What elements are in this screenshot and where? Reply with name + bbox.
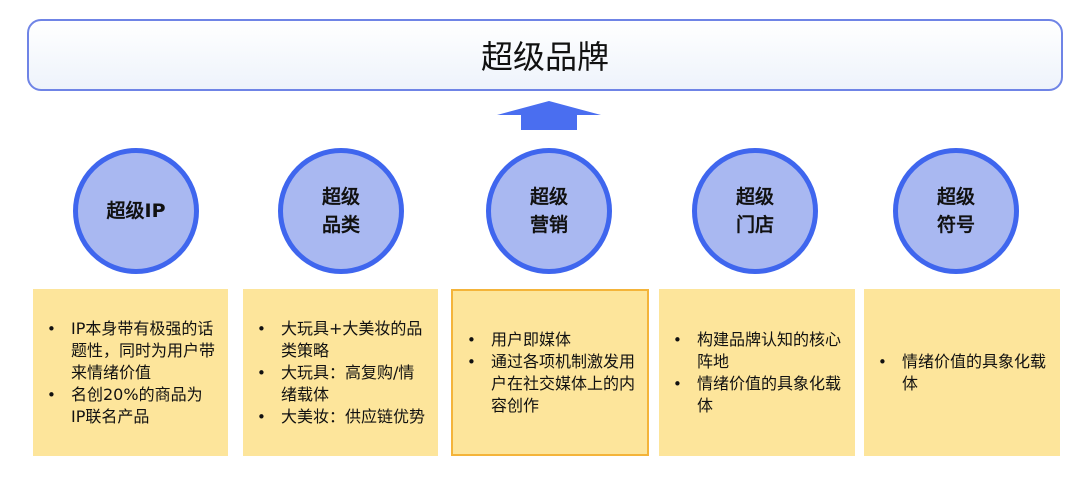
bullet-item: 大玩具：高复购/情绪载体: [253, 362, 426, 406]
bullet-item: 构建品牌认知的核心阵地: [669, 329, 843, 373]
circle-label-line1: 超级: [735, 186, 774, 208]
circle-label-line1: 超级: [321, 186, 360, 208]
circle-label-line2: 营销: [529, 214, 568, 236]
bullet-item: 大美妆：供应链优势: [253, 406, 426, 428]
circle-label-line2: 品类: [321, 214, 360, 236]
bullet-item: 情绪价值的具象化载体: [874, 351, 1048, 395]
diagram-title: 超级品牌: [480, 38, 609, 76]
circle-label-line2: 门店: [735, 214, 774, 236]
bullet-item: 情绪价值的具象化载体: [669, 373, 843, 417]
circle-label-line1: 超级: [529, 186, 568, 208]
bullet-item: 通过各项机制激发用户在社交媒体上的内容创作: [463, 351, 635, 417]
bullet-item: 大玩具+大美妆的品类策略: [253, 318, 426, 362]
card-super-symbol: 情绪价值的具象化载体: [864, 289, 1060, 456]
bullet-item: IP本身带有极强的话题性，同时为用户带来情绪价值: [43, 318, 216, 384]
circle-super-store: 超级 门店: [692, 148, 818, 274]
card-super-ip: IP本身带有极强的话题性，同时为用户带来情绪价值 名创20%的商品为IP联名产品: [33, 289, 228, 456]
circle-label: 超级IP: [106, 200, 166, 222]
circle-super-ip: 超级IP: [73, 148, 199, 274]
circle-label-line1: 超级: [936, 186, 975, 208]
title-bar: 超级品牌: [27, 19, 1063, 91]
up-arrow-icon: [497, 101, 601, 130]
bullet-item: 用户即媒体: [463, 329, 635, 351]
card-super-category: 大玩具+大美妆的品类策略 大玩具：高复购/情绪载体 大美妆：供应链优势: [243, 289, 438, 456]
circle-super-marketing: 超级 营销: [486, 148, 612, 274]
circle-super-category: 超级 品类: [278, 148, 404, 274]
card-super-marketing: 用户即媒体 通过各项机制激发用户在社交媒体上的内容创作: [451, 289, 649, 456]
bullet-item: 名创20%的商品为IP联名产品: [43, 384, 216, 428]
card-super-store: 构建品牌认知的核心阵地 情绪价值的具象化载体: [659, 289, 855, 456]
circle-super-symbol: 超级 符号: [893, 148, 1019, 274]
circle-label-line2: 符号: [936, 214, 975, 236]
